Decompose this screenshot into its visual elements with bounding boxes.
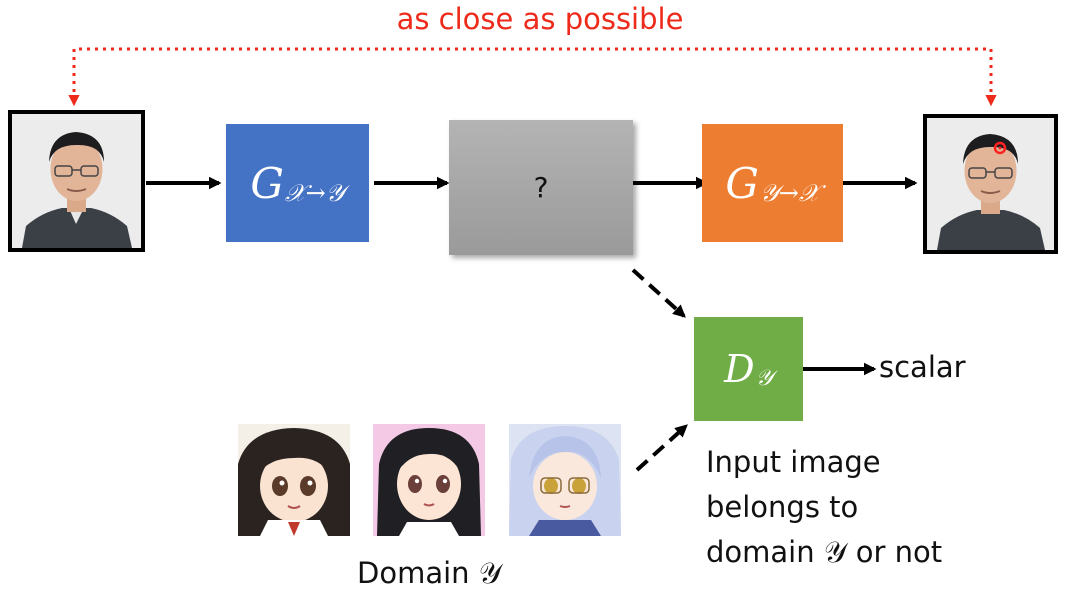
dashed-arrow-domain-to-dy [635,424,688,472]
description-line-3: domain 𝒴 or not [706,535,943,569]
anime-sample-2-image [373,424,485,536]
anime-sample-1 [238,424,350,536]
description-line-2: belongs to [706,490,859,524]
anime-sample-3-image [509,424,621,536]
generator-x-to-y-subscript: 𝒳→𝒴 [284,179,345,207]
input-face-photo [8,110,145,252]
generator-y-to-x-letter: G [725,158,759,208]
unknown-output-text: ? [533,171,549,204]
discriminator-subscript: 𝒴 [755,365,773,391]
anime-sample-3 [509,424,621,536]
cycle-consistency-line [68,47,997,107]
scalar-label: scalar [879,350,966,384]
generator-x-to-y-letter: G [250,158,284,208]
domain-y-label: Domain 𝒴 [357,556,502,590]
anime-sample-2 [373,424,485,536]
generator-y-to-x-subscript: 𝒴→𝒳 [759,179,820,207]
reconstructed-face-photo [923,114,1058,254]
discriminator-description: Input image belongs to domain 𝒴 or not [706,440,942,575]
input-face-image [12,114,141,248]
dashed-arrow-hidden-to-dy [631,268,686,318]
cycle-consistency-label: as close as possible [396,2,684,36]
reconstructed-face-image [927,118,1054,250]
anime-sample-1-image [238,424,350,536]
discriminator-letter: D [724,347,755,391]
description-line-1: Input image [706,445,881,479]
hidden-output-box: ? [449,120,633,255]
